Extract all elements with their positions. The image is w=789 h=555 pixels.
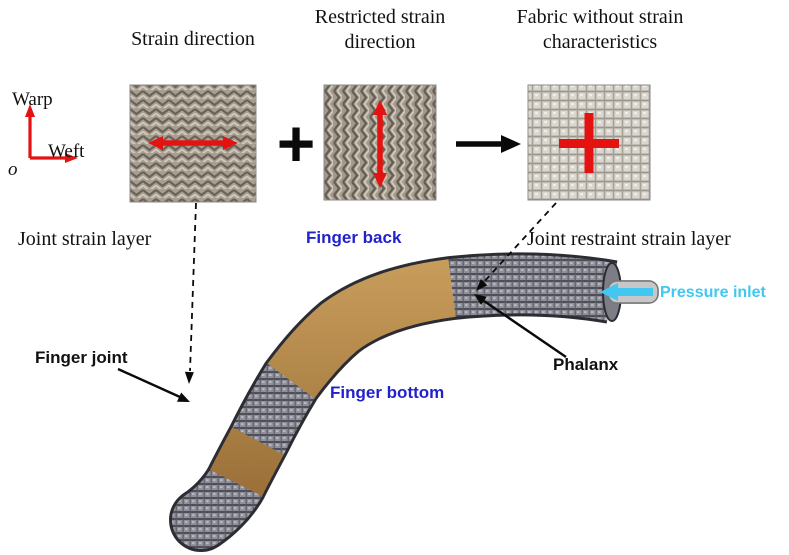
caption-restricted-strain: Restricted strain direction bbox=[314, 6, 446, 53]
fabric-swatch-no-strain bbox=[527, 84, 651, 201]
finger-joint-label: Finger joint bbox=[35, 348, 128, 367]
finger-back-label: Finger back bbox=[306, 228, 402, 247]
caption-strain-direction: Strain direction bbox=[131, 28, 255, 50]
fabric-swatch-restricted bbox=[323, 84, 437, 201]
right-arrow-icon bbox=[456, 135, 521, 153]
caption-no-strain-fabric: Fabric without strain characteristics bbox=[516, 6, 684, 53]
dashed-pointer-joint-strain bbox=[184, 202, 197, 384]
origin-label: o bbox=[8, 159, 18, 180]
finger-bottom-label: Finger bottom bbox=[330, 383, 445, 402]
finger-joint-segment-2 bbox=[210, 427, 284, 497]
joint-strain-layer-label: Joint strain layer bbox=[18, 228, 152, 250]
cyan-left-arrow-icon bbox=[600, 283, 653, 301]
finger-tip-fabric bbox=[172, 491, 230, 549]
joint-restraint-layer-label: Joint restraint strain layer bbox=[527, 228, 731, 250]
dashed-pointer-restraint-layer bbox=[476, 202, 557, 291]
soft-finger-actuator bbox=[169, 252, 659, 552]
weft-axis-label: Weft bbox=[48, 141, 85, 162]
red-cross-icon bbox=[559, 113, 619, 173]
pressure-inlet-label: Pressure inlet bbox=[660, 284, 766, 301]
phalanx-label: Phalanx bbox=[553, 355, 619, 374]
fabric-swatch-strain bbox=[129, 84, 257, 203]
phalanx-arrow bbox=[474, 294, 567, 358]
finger-joint-arrow bbox=[117, 367, 190, 402]
warp-axis-label: Warp bbox=[12, 89, 53, 110]
horizontal-double-arrow-icon bbox=[148, 136, 238, 150]
plus-icon: + bbox=[276, 106, 316, 180]
vertical-double-arrow-icon bbox=[373, 100, 387, 188]
finger-joint-segment-1 bbox=[267, 259, 456, 399]
warp-weft-axes-icon bbox=[25, 104, 78, 163]
